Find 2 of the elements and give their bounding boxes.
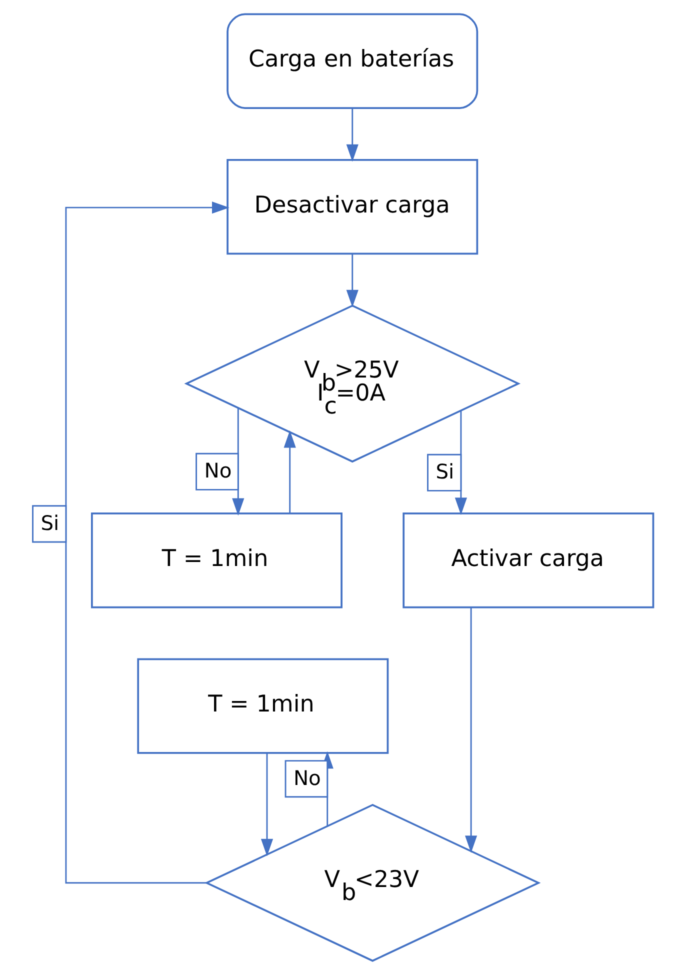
- edge-label: No: [293, 766, 321, 790]
- edge-label: Si: [40, 510, 60, 535]
